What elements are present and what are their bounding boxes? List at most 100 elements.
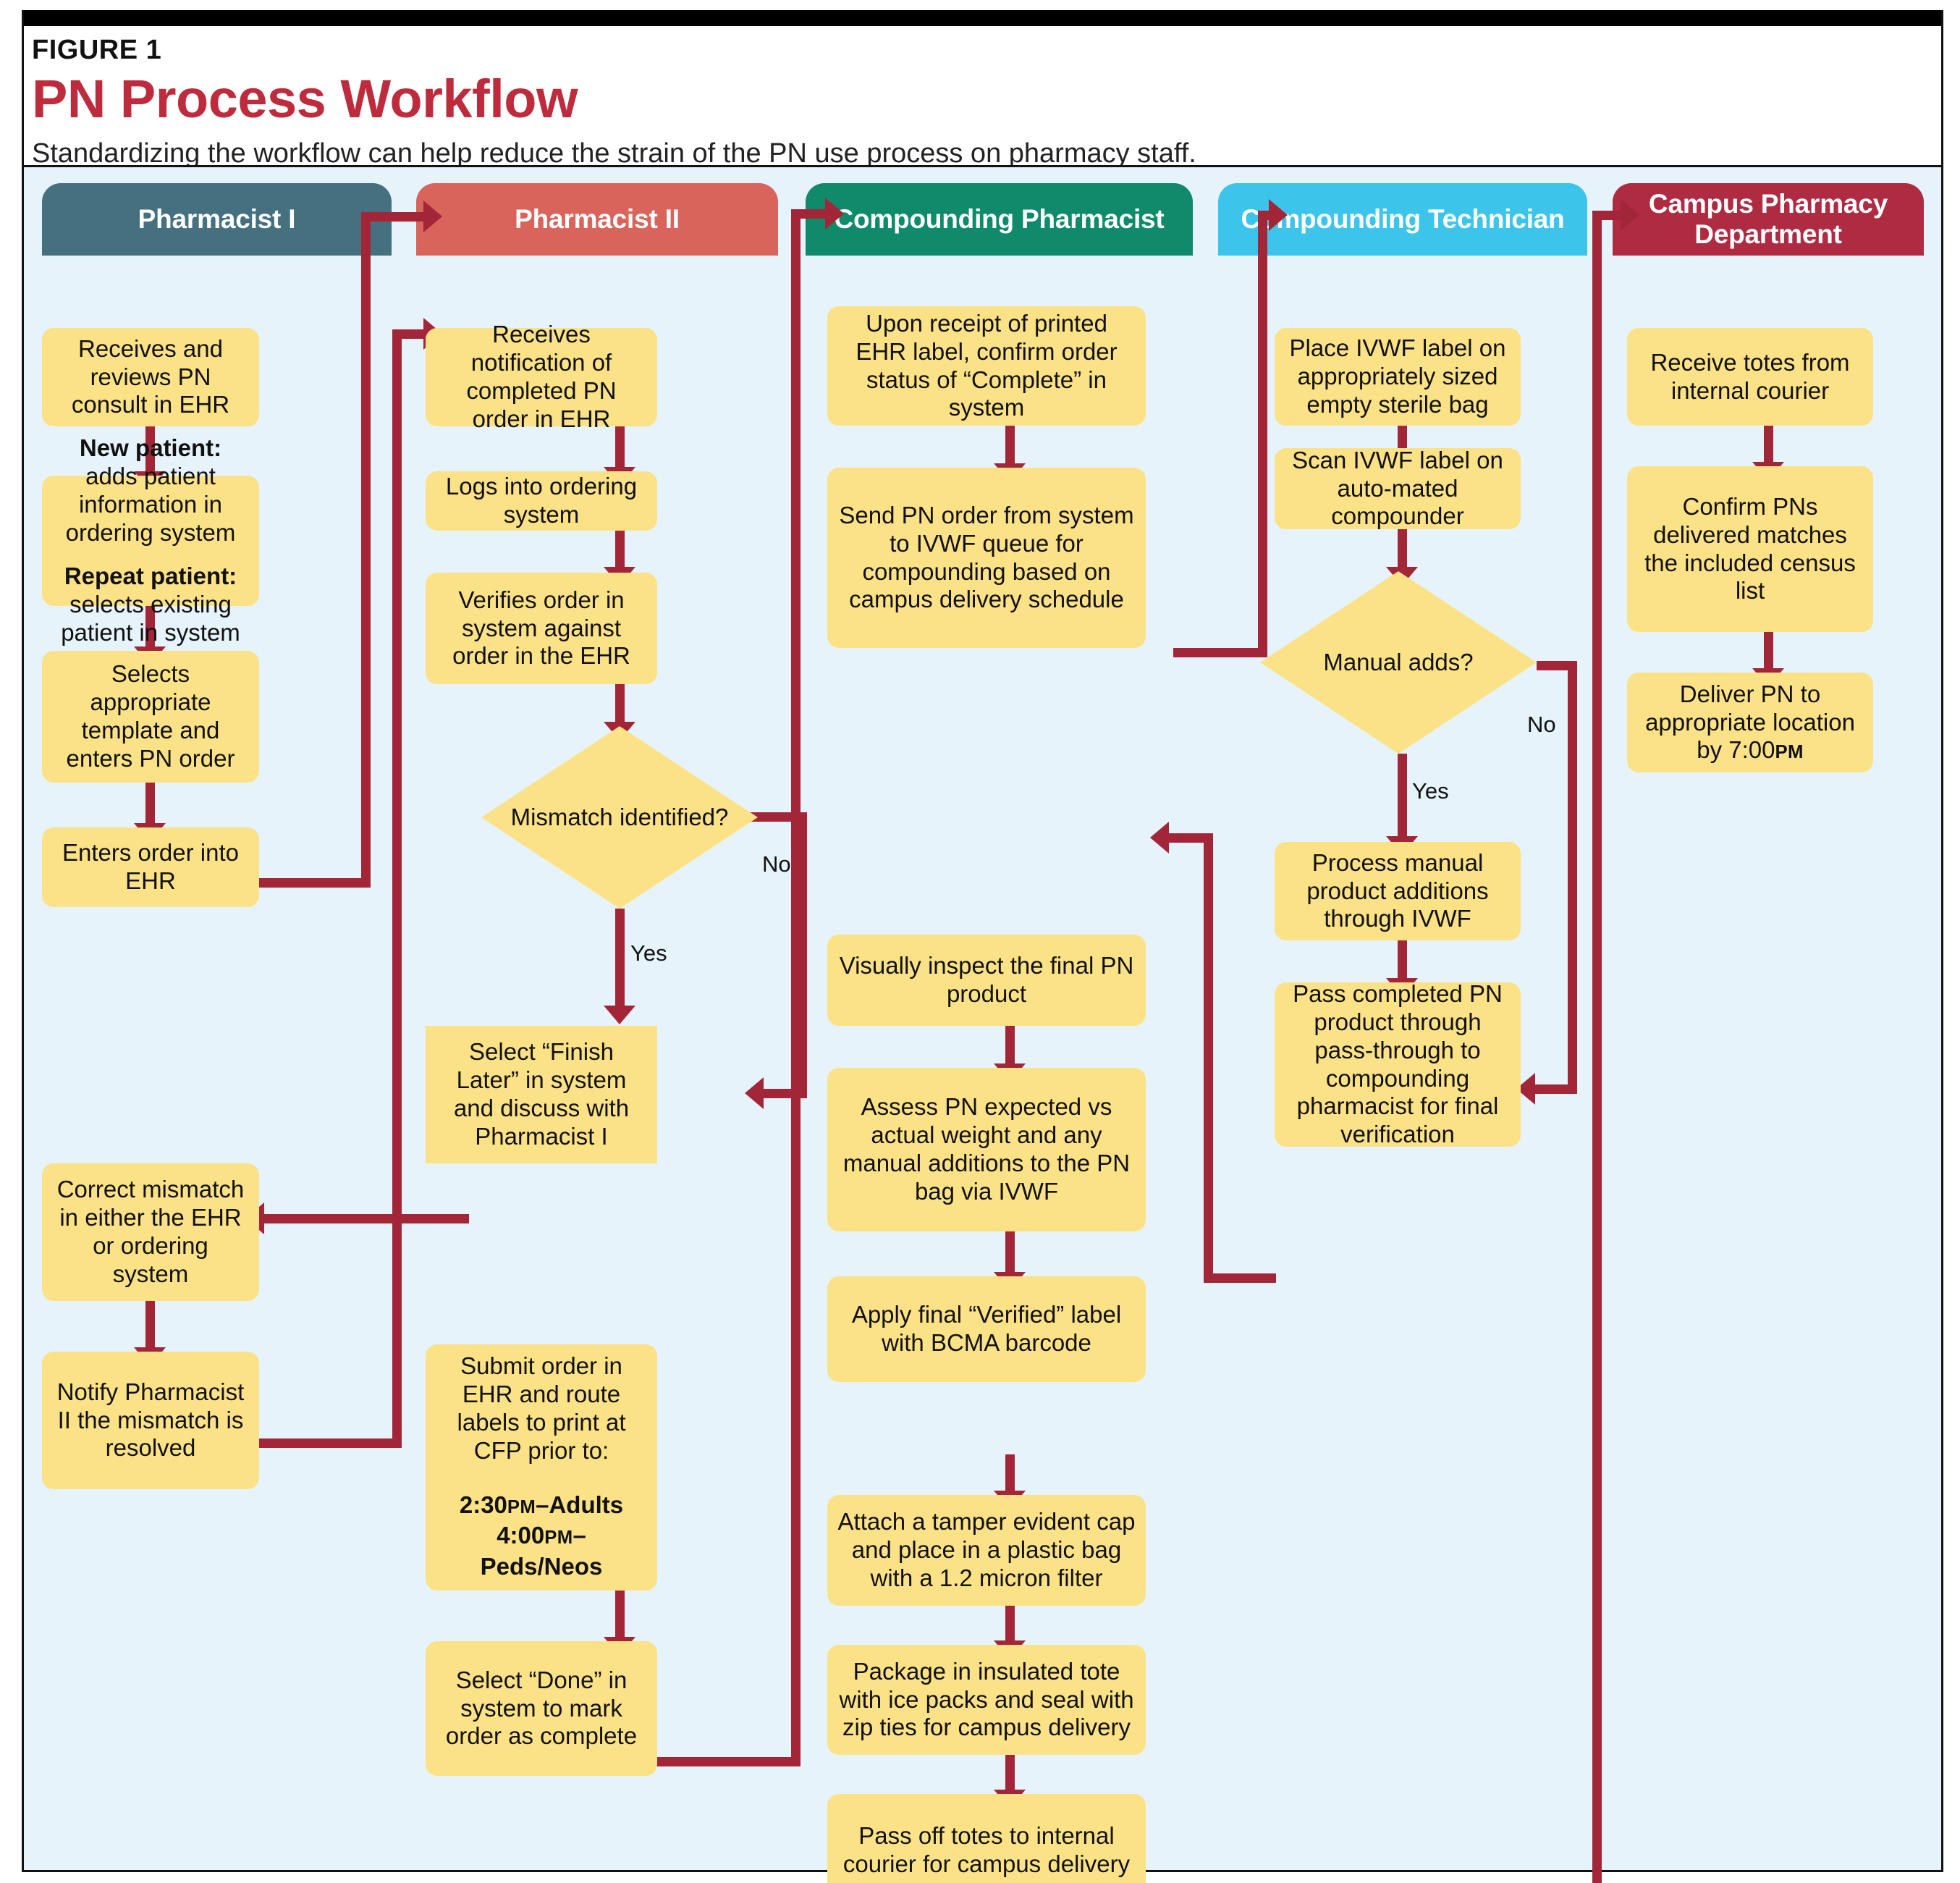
edge-manual-no-right (1537, 661, 1577, 670)
edge-ct-4-up (1204, 833, 1213, 1283)
node-text-line-repeat-patient: Repeat patient: selects existing patient… (52, 563, 249, 647)
node-text: Upon receipt of printed EHR label, confi… (856, 309, 1118, 421)
node-p2-logs-into-system[interactable]: Logs into ordering system (426, 471, 657, 531)
node-text-times: 2:30PM–Adults 4:00PM–Peds/Neos (436, 1490, 647, 1583)
node-p2-submit-order-route-labels[interactable]: Submit order in EHR and route labels to … (426, 1344, 657, 1591)
edge-p1-3-to-p1-4 (145, 783, 155, 827)
node-cp-visually-inspect[interactable]: Visually inspect the final PN product (827, 935, 1146, 1026)
node-cd-receive-totes[interactable]: Receive totes from internal courier (1627, 328, 1873, 426)
arrowhead-right (1621, 199, 1639, 231)
edge-p1-1-to-p1-2 (145, 426, 155, 476)
edge-label-mismatch-no: No (762, 851, 791, 877)
edge-cp-8-up (1592, 211, 1602, 1883)
frame-right-rule (1941, 10, 1943, 1872)
edge-cd-2-to-cd-3 (1764, 632, 1773, 673)
edge-ct-2-to-diamond (1398, 529, 1407, 571)
edge-cp-4-to-cp-5 (1005, 1231, 1015, 1276)
time-peds-rest: –Peds/Neos (480, 1522, 603, 1580)
node-text: Place IVWF label on appropriately sized … (1289, 334, 1506, 418)
node-text: Pass completed PN product through pass-t… (1293, 980, 1503, 1148)
node-cp-attach-tamper-cap[interactable]: Attach a tamper evident cap and place in… (827, 1495, 1146, 1606)
node-text: Assess PN expected vs actual weight and … (842, 1093, 1131, 1205)
node-p2-select-done[interactable]: Select “Done” in system to mark order as… (426, 1641, 657, 1776)
frame-left-rule (22, 10, 24, 1872)
node-p1-selects-template[interactable]: Selects appropriate template and enters … (42, 651, 259, 783)
lane-label: Pharmacist II (515, 204, 680, 234)
node-p1-correct-mismatch[interactable]: Correct mismatch in either the EHR or or… (42, 1163, 259, 1301)
edge-p1-4-into-p2-1 (361, 212, 431, 222)
lane-label: Compounding Technician (1241, 204, 1565, 234)
lane-label: Pharmacist I (138, 204, 296, 234)
node-cp-pass-off-totes[interactable]: Pass off totes to internal courier for c… (827, 1794, 1146, 1883)
node-ct-process-manual-additions[interactable]: Process manual product additions through… (1275, 842, 1521, 940)
node-cp-confirm-order-status[interactable]: Upon receipt of printed EHR label, confi… (827, 306, 1146, 426)
edge-p2-2-to-p2-3 (615, 531, 625, 573)
edge-cd-1-to-cd-2 (1764, 426, 1773, 466)
page-title: PN Process Workflow (32, 69, 578, 129)
node-cd-confirm-census[interactable]: Confirm PNs delivered matches the includ… (1627, 466, 1873, 632)
node-text-main: Submit order in EHR and route labels to … (457, 1352, 626, 1464)
arrowhead-left (1150, 822, 1169, 854)
deliver-meridiem: PM (1775, 742, 1804, 763)
node-text: Receive totes from internal courier (1650, 348, 1850, 404)
edge-p1-5-to-p1-6 (145, 1301, 155, 1352)
node-text: Process manual product additions through… (1306, 848, 1489, 932)
arrowhead-right (1269, 199, 1288, 231)
node-text: Correct mismatch in either the EHR or or… (56, 1176, 245, 1287)
edge-cp-1-to-cp-2 (1005, 426, 1015, 468)
edge-manual-no-into (1533, 1084, 1577, 1094)
node-ct-pass-completed-product[interactable]: Pass completed PN product through pass-t… (1275, 980, 1521, 1148)
node-text-wrap: Deliver PN to appropriate location by 7:… (1637, 681, 1863, 765)
decision-mismatch-identified[interactable]: Mismatch identified? (481, 726, 758, 909)
edge-cp-2-up (1258, 211, 1267, 657)
node-text: Confirm PNs delivered matches the includ… (1644, 492, 1856, 605)
edge-ct-4-left (1204, 1273, 1276, 1283)
edge-manual-no-down (1568, 661, 1577, 1094)
edge-p1-6-into-p2-2 (392, 329, 430, 339)
node-p2-select-finish-later[interactable]: Select “Finish Later” in system and disc… (426, 1026, 657, 1163)
node-p1-receives-reviews-consult[interactable]: Receives and reviews PN consult in EHR (42, 328, 259, 426)
edge-cp-3-to-cp-4 (1005, 1026, 1015, 1068)
edge-p1-4-right (225, 878, 370, 888)
node-text: Scan IVWF label on auto-mated compounder (1292, 446, 1503, 530)
node-cp-send-to-ivwf-queue[interactable]: Send PN order from system to IVWF queue … (827, 468, 1146, 648)
arrowhead-left (745, 1077, 764, 1109)
repeat-patient-label: Repeat patient: (64, 563, 237, 590)
edge-p2-6-right (619, 1757, 800, 1766)
edge-p1-6-right (225, 1438, 401, 1448)
edge-p2-6-into-cp-1 (791, 209, 832, 219)
new-patient-label: New patient: (79, 434, 222, 461)
edge-p2-1-to-p2-2 (615, 426, 625, 471)
node-text: Deliver PN to appropriate location by 7:… (1645, 680, 1855, 764)
edge-ct-4-into-cp-3 (1167, 833, 1213, 843)
time-peds-value: 4:00 (497, 1522, 545, 1549)
lane-label: Campus Pharmacy Department (1648, 189, 1888, 249)
node-cp-assess-weight[interactable]: Assess PN expected vs actual weight and … (827, 1068, 1146, 1231)
node-cp-package-insulated-tote[interactable]: Package in insulated tote with ice packs… (827, 1645, 1146, 1755)
node-p1-notify-pharmacist-2[interactable]: Notify Pharmacist II the mismatch is res… (42, 1352, 259, 1489)
node-cd-deliver-pn[interactable]: Deliver PN to appropriate location by 7:… (1627, 673, 1873, 772)
arrowhead-right (423, 201, 442, 232)
edge-p2-4-to-p1-5 (263, 1214, 469, 1223)
node-cp-apply-verified-label[interactable]: Apply final “Verified” label with BCMA b… (827, 1276, 1146, 1382)
node-text: Apply final “Verified” label with BCMA b… (851, 1301, 1122, 1356)
node-p1-patient-info[interactable]: New patient: adds patient information in… (42, 434, 259, 646)
node-text: Pass off totes to internal courier for c… (842, 1821, 1131, 1877)
node-text: Select “Done” in system to mark order as… (445, 1666, 638, 1750)
time-adults-value: 2:30 (459, 1491, 507, 1518)
node-ct-scan-ivwf-label[interactable]: Scan IVWF label on auto-mated compounder (1275, 446, 1521, 530)
node-p2-receives-notification[interactable]: Receives notification of completed PN or… (426, 321, 657, 432)
node-text: Logs into ordering system (445, 473, 638, 528)
decision-manual-adds[interactable]: Manual adds? (1260, 571, 1537, 754)
edge-p1-2-to-p1-3 (145, 606, 155, 651)
figure-header: FIGURE 1 PN Process Workflow Standardizi… (22, 26, 1943, 170)
node-p2-verifies-order[interactable]: Verifies order in system against order i… (426, 573, 657, 684)
edge-p1-4-up (361, 212, 371, 888)
node-text: Selects appropriate template and enters … (66, 660, 235, 772)
node-text-line-new-patient: New patient: adds patient information in… (52, 434, 249, 547)
edge-ct-3-to-ct-4 (1398, 940, 1407, 982)
node-p1-enters-order-ehr[interactable]: Enters order into EHR (42, 827, 259, 907)
edge-cp-7-to-cp-8 (1005, 1755, 1015, 1794)
node-ct-place-ivwf-label[interactable]: Place IVWF label on appropriately sized … (1275, 328, 1521, 426)
